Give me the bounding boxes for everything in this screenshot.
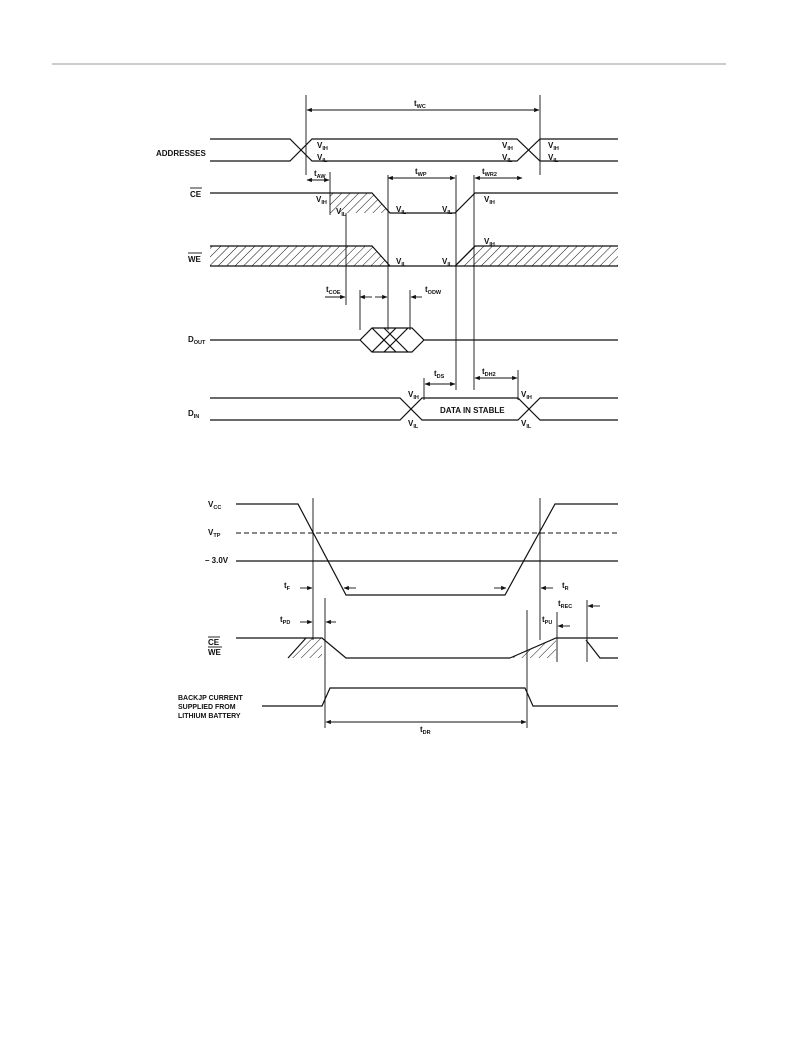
- backup-label-3: LITHIUM BATTERY: [178, 713, 241, 720]
- din-label: DIN: [188, 409, 199, 420]
- svg-text:tDS: tDS: [434, 369, 445, 380]
- svg-text:VIL: VIL: [442, 205, 453, 216]
- svg-text:VIH: VIH: [484, 195, 495, 206]
- svg-text:tDH2: tDH2: [482, 367, 496, 378]
- dout-waveform: [210, 327, 618, 353]
- we-waveform: [210, 245, 618, 267]
- backup-label-2: SUPPLIED FROM: [178, 704, 236, 711]
- svg-text:VIH: VIH: [484, 237, 495, 248]
- addresses-label: ADDRESSES: [156, 149, 206, 158]
- svg-text:VIH: VIH: [548, 141, 559, 152]
- svg-text:VIL: VIL: [336, 207, 347, 218]
- svg-text:VIH: VIH: [317, 141, 328, 152]
- din-waveform: [210, 397, 618, 421]
- svg-text:tODW: tODW: [425, 285, 442, 296]
- ce-we-we-label: WE: [208, 648, 222, 657]
- svg-text:tCOE: tCOE: [326, 285, 341, 296]
- svg-text:tDR: tDR: [420, 725, 431, 736]
- vcc-label: VCC: [208, 500, 221, 511]
- svg-text:tF: tF: [284, 581, 291, 592]
- svg-text:VIL: VIL: [548, 153, 559, 164]
- vcc-waveform: [236, 503, 618, 596]
- svg-text:VIH: VIH: [521, 390, 532, 401]
- svg-text:VIH: VIH: [316, 195, 327, 206]
- backup-current-waveform: [262, 687, 618, 707]
- 3v-label: – 3.0V: [205, 556, 229, 565]
- svg-text:VIH: VIH: [502, 141, 513, 152]
- svg-text:tPU: tPU: [542, 615, 552, 626]
- svg-text:tR: tR: [562, 581, 569, 592]
- ce-we-waveform: [236, 637, 618, 659]
- ce-we-ce-label: CE: [208, 638, 220, 647]
- power-cycle-diagram: VCC VTP – 3.0V tF tR tPD tREC tPU: [178, 498, 618, 736]
- svg-text:VIL: VIL: [317, 153, 328, 164]
- dout-label: DOUT: [188, 335, 206, 346]
- svg-text:VIL: VIL: [396, 205, 407, 216]
- svg-text:VIL: VIL: [521, 419, 532, 430]
- write-cycle-diagram: tWC ADDRESSES VIH VIL VIH VIL VIH VIL tA…: [156, 95, 618, 430]
- ce-label: CE: [190, 190, 202, 199]
- we-label: WE: [188, 255, 202, 264]
- addresses-waveform: [210, 138, 618, 162]
- svg-text:VIL: VIL: [408, 419, 419, 430]
- data-in-stable-label: DATA IN STABLE: [440, 406, 505, 415]
- svg-text:VIL: VIL: [502, 153, 513, 164]
- svg-text:tWP: tWP: [415, 167, 427, 178]
- svg-text:tREC: tREC: [558, 599, 572, 610]
- backup-label-1: BACKJP CURRENT: [178, 695, 244, 702]
- svg-text:VIL: VIL: [396, 257, 407, 268]
- svg-text:tAW: tAW: [314, 169, 326, 180]
- vtp-label: VTP: [208, 528, 221, 539]
- svg-text:tWR2: tWR2: [482, 167, 497, 178]
- ce-waveform: [210, 192, 618, 214]
- svg-text:VIH: VIH: [408, 390, 419, 401]
- svg-text:tPD: tPD: [280, 615, 290, 626]
- svg-text:VIL: VIL: [442, 257, 453, 268]
- twc-label: tWC: [414, 99, 426, 110]
